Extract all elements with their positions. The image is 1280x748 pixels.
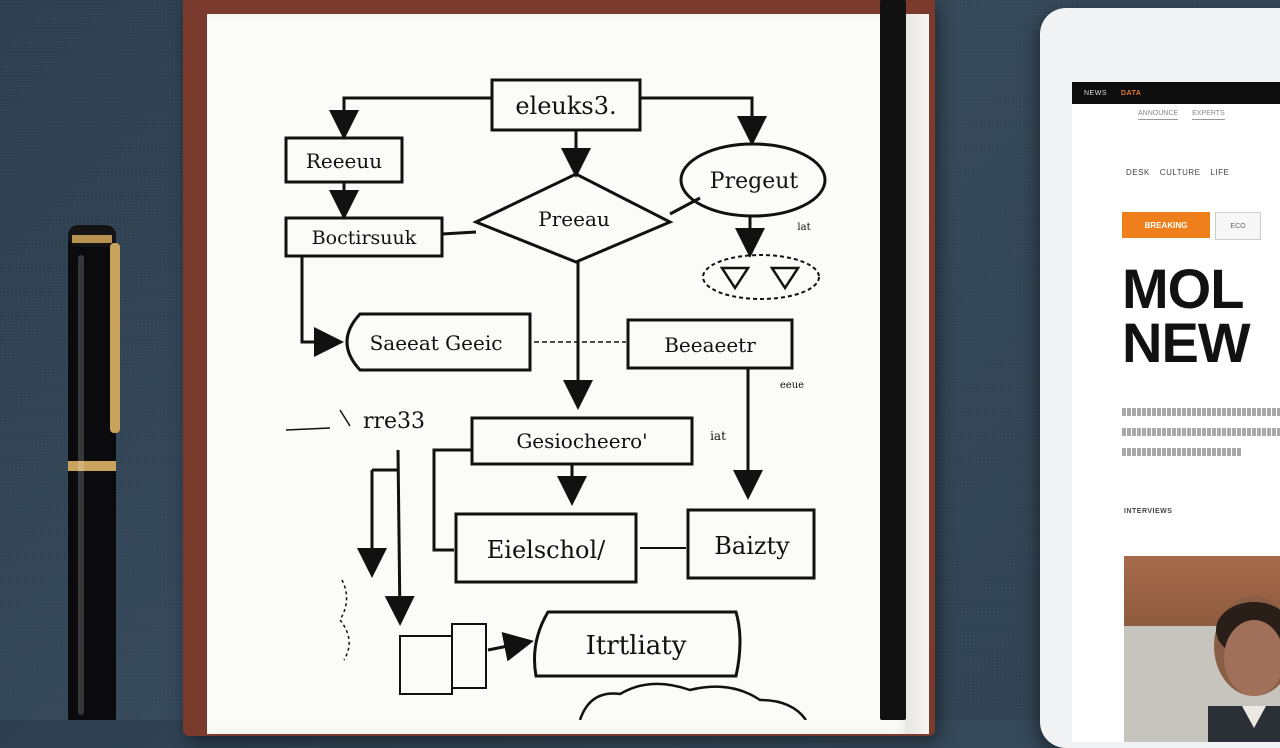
flow-label-bottom: Itrtliaty bbox=[586, 631, 687, 661]
flow-label-top: eleuks3. bbox=[515, 92, 616, 120]
subnav-item[interactable]: ANNOUNCE bbox=[1138, 110, 1179, 120]
portrait-image bbox=[1124, 596, 1280, 742]
flow-label-middle: Gesiocheero' bbox=[516, 429, 647, 453]
flow-label-left-2: Boctirsuuk bbox=[312, 227, 417, 249]
headline-line-2: NEW bbox=[1122, 311, 1251, 374]
flow-label-rounded: Saeeat Geeic bbox=[370, 331, 503, 355]
section-navigation: DESK CULTURE LIFE bbox=[1126, 168, 1229, 177]
fountain-pen bbox=[68, 225, 120, 720]
flowchart-sketch: eleuks3. Reeeuu Preeau Pregeut Boctirsuu… bbox=[284, 78, 827, 720]
flow-margin-note: rre33 bbox=[363, 409, 425, 434]
site-top-bar: NEWS DATA bbox=[1072, 82, 1280, 104]
topbar-left-label[interactable]: NEWS bbox=[1084, 89, 1107, 97]
flow-label-bottom-left: Eielschol/ bbox=[487, 536, 606, 564]
category-tag-secondary[interactable]: ECO bbox=[1215, 212, 1261, 240]
headline-line-1: MOL bbox=[1122, 257, 1244, 320]
section-byline: INTERVIEWS bbox=[1124, 508, 1173, 515]
flow-label-right: Beeaeetr bbox=[664, 333, 756, 357]
flow-small-note-2: eeue bbox=[780, 380, 804, 391]
notebook-page-edges bbox=[905, 14, 929, 734]
bookmark-ribbon bbox=[880, 0, 906, 720]
flow-label-left-1: Reeeuu bbox=[306, 149, 382, 173]
subnav-item[interactable]: EXPERTS bbox=[1192, 110, 1225, 120]
section-nav-item[interactable]: LIFE bbox=[1210, 168, 1230, 177]
tablet-screen: NEWS DATA ANNOUNCE EXPERTS DESK CULTURE … bbox=[1072, 82, 1280, 742]
section-nav-item[interactable]: CULTURE bbox=[1159, 168, 1201, 177]
section-nav-item[interactable]: DESK bbox=[1126, 168, 1150, 177]
article-text-line bbox=[1122, 448, 1242, 456]
article-text-line bbox=[1122, 408, 1280, 416]
flow-label-decision: Preeau bbox=[538, 207, 610, 231]
article-headline: MOL NEW bbox=[1122, 257, 1251, 374]
flow-label-oval: Pregeut bbox=[710, 169, 799, 194]
article-text-line bbox=[1122, 428, 1280, 436]
topbar-brand[interactable]: DATA bbox=[1121, 89, 1142, 97]
sub-navigation: ANNOUNCE EXPERTS bbox=[1138, 110, 1225, 120]
notebook-page bbox=[207, 14, 907, 734]
flow-small-note-1: lat bbox=[797, 222, 810, 233]
article-photo[interactable] bbox=[1124, 556, 1280, 742]
category-tag-primary[interactable]: BREAKING bbox=[1122, 212, 1210, 238]
flow-label-bottom-right: Baizty bbox=[714, 532, 790, 560]
flow-small-note-3: iat bbox=[710, 429, 726, 443]
